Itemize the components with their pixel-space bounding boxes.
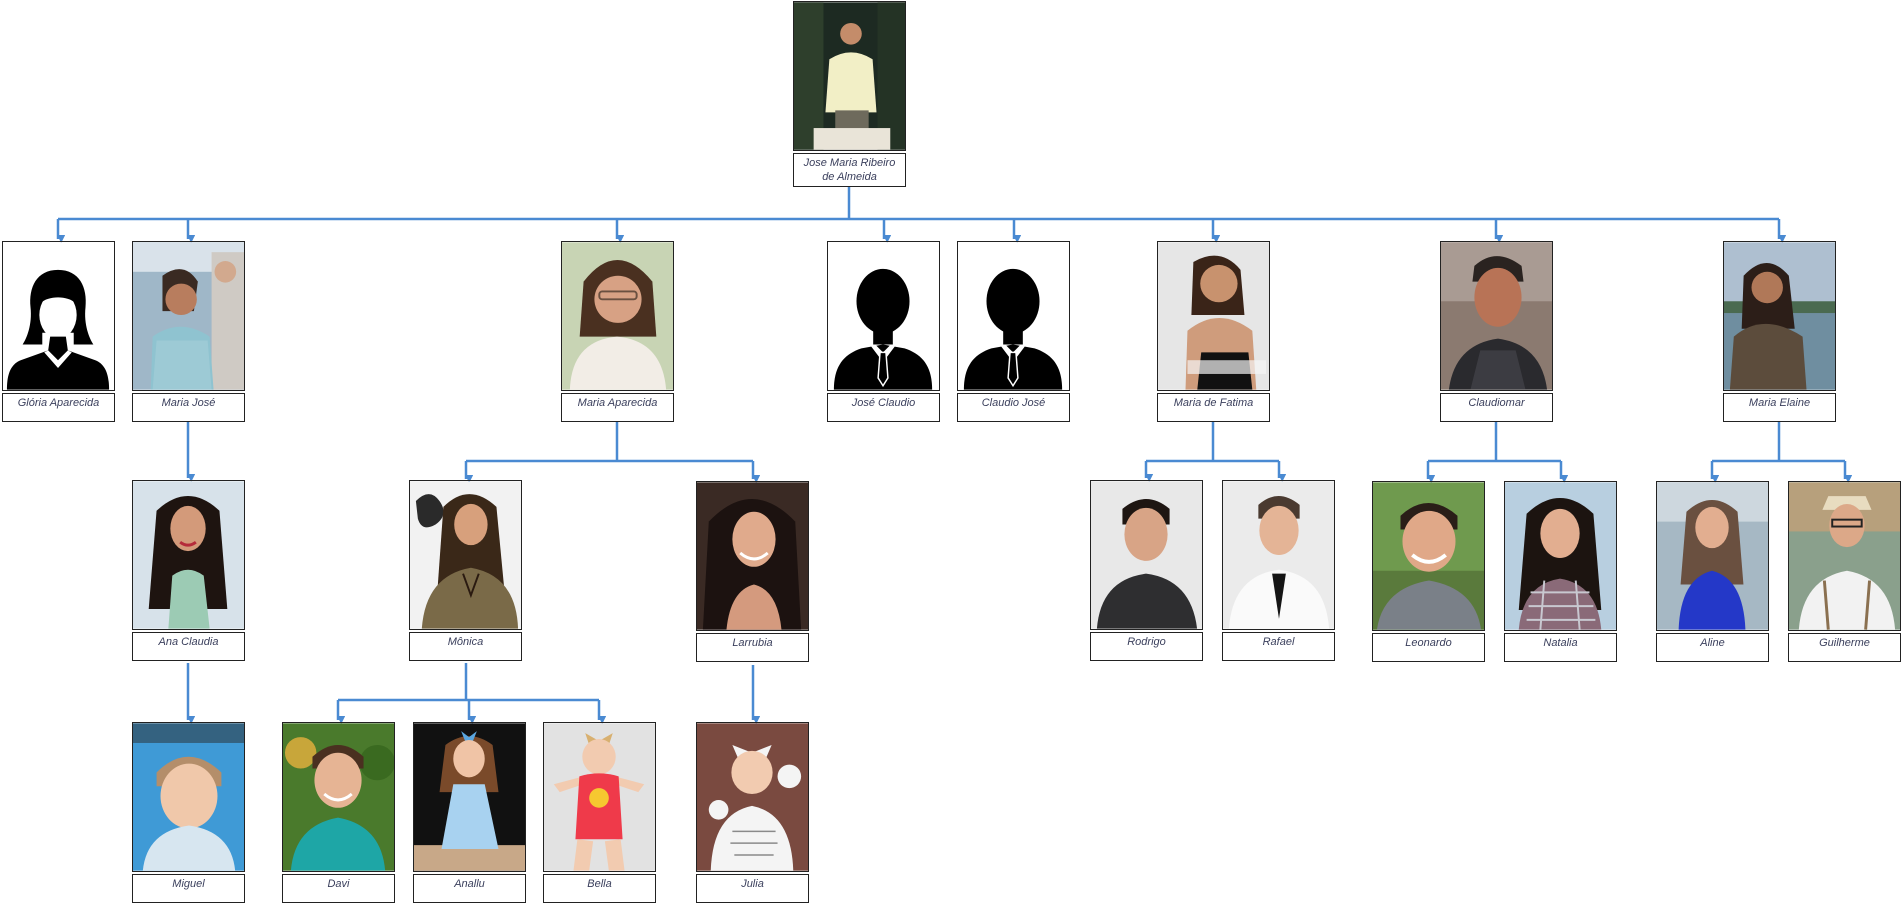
person-photo (1222, 480, 1335, 630)
photo-man-cap-suspenders (1789, 482, 1900, 630)
person-name: José Claudio (827, 393, 940, 422)
person-photo (1157, 241, 1270, 391)
photo-young-boy (133, 723, 244, 871)
person-photo (827, 241, 940, 391)
photo-woman-blue-dress (1657, 482, 1768, 630)
person-photo (132, 241, 245, 391)
person-photo (561, 241, 674, 391)
person-name: Claudio José (957, 393, 1070, 422)
person-name: Anallu (413, 874, 526, 903)
photo-young-man-white-coat (1223, 481, 1334, 629)
photo-woman-plaid-shirt (1505, 482, 1616, 630)
person-name: Guilherme (1788, 633, 1901, 662)
person-name: Larrubia (696, 633, 809, 662)
person-name: Bella (543, 874, 656, 903)
person-name: Natalia (1504, 633, 1617, 662)
person-photo (957, 241, 1070, 391)
male-silhouette-icon (958, 242, 1069, 390)
person-photo (696, 481, 809, 631)
person-name: Maria Elaine (1723, 393, 1836, 422)
photo-young-man-dark-shirt (1091, 481, 1202, 629)
person-name: Maria José (132, 393, 245, 422)
female-silhouette-icon (3, 242, 114, 390)
person-name: Davi (282, 874, 395, 903)
person-photo (1656, 481, 1769, 631)
photo-woman-patterned-top (410, 481, 521, 629)
person-photo (1090, 480, 1203, 630)
photo-smiling-young-man (1373, 482, 1484, 630)
photo-woman-curly-dark-hair (697, 482, 808, 630)
person-name: Ana Claudia (132, 632, 245, 661)
person-name: Glória Aparecida (2, 393, 115, 422)
person-photo (413, 722, 526, 872)
person-photo (1723, 241, 1836, 391)
person-name: Julia (696, 874, 809, 903)
photo-woman-black-top (1158, 242, 1269, 390)
photo-boy-teal-shirt (283, 723, 394, 871)
person-name: Maria de Fatima (1157, 393, 1270, 422)
person-photo (1440, 241, 1553, 391)
person-photo (696, 722, 809, 872)
person-photo (2, 241, 115, 391)
person-name: Leonardo (1372, 633, 1485, 662)
photo-woman-curly-hair-glasses (562, 242, 673, 390)
photo-woman-long-dark-hair (133, 481, 244, 629)
person-photo (409, 480, 522, 630)
person-photo (543, 722, 656, 872)
person-name: Rodrigo (1090, 632, 1203, 661)
person-name: Mônica (409, 632, 522, 661)
person-photo (1372, 481, 1485, 631)
person-photo (282, 722, 395, 872)
photo-older-man-light-shirt (794, 2, 905, 150)
person-photo (1504, 481, 1617, 631)
person-name: Miguel (132, 874, 245, 903)
person-name: Aline (1656, 633, 1769, 662)
person-photo (132, 722, 245, 872)
photo-girl-blue-dress (414, 723, 525, 871)
person-name: Rafael (1222, 632, 1335, 661)
person-photo (1788, 481, 1901, 631)
person-name: Jose Maria Ribeiro de Almeida (793, 153, 906, 187)
photo-woman-with-man (133, 242, 244, 390)
male-silhouette-icon (828, 242, 939, 390)
photo-woman-by-lake (1724, 242, 1835, 390)
photo-baby-red-onesie (544, 723, 655, 871)
photo-man-dark-shirt (1441, 242, 1552, 390)
person-photo (793, 1, 906, 151)
person-name: Maria Aparecida (561, 393, 674, 422)
person-name: Claudiomar (1440, 393, 1553, 422)
person-photo (132, 480, 245, 630)
photo-baby-white-bow (697, 723, 808, 871)
